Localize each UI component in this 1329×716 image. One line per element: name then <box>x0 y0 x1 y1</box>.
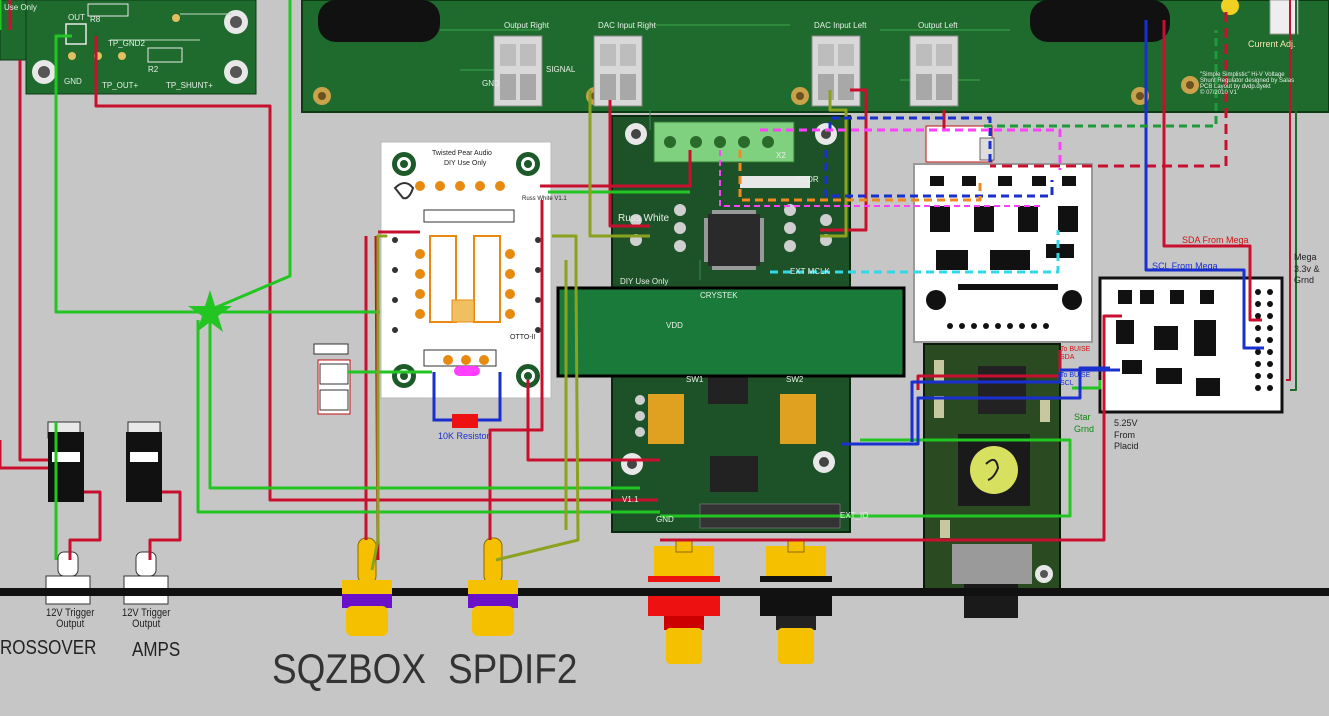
star-grnd-label: Star Grnd <box>1074 412 1095 434</box>
shunt-tp-shunt-label: TP_SHUNT+ <box>166 81 213 90</box>
scl-from-mega-label: SCL From Mega <box>1152 261 1218 271</box>
dac-ext-mclk-label: EXT MCLK <box>790 267 830 276</box>
wires <box>0 0 1297 571</box>
crossover-trigger-label: 12V Trigger Output <box>46 607 95 630</box>
dac-gnd-label: GND <box>656 515 674 524</box>
otto-name-label: OTTO-II <box>510 334 536 341</box>
dac-x2-label: X2 <box>776 151 786 160</box>
amp-gnd-label: GND <box>482 79 500 88</box>
dac-vdd-label: VDD <box>666 321 683 330</box>
sqzbox-label: SQZBOX <box>272 645 427 692</box>
shunt-tp-gnd2-label: TP_GND2 <box>108 39 145 48</box>
dac-bottom-label: DIY Use Only <box>620 277 669 286</box>
otto-subtitle-label: DIY Use Only <box>444 160 487 167</box>
spdif2-label: SPDIF2 <box>448 645 578 692</box>
shunt-board <box>0 0 257 95</box>
output-right-label: Output Right <box>504 21 549 30</box>
dac-top-label: Russ White <box>618 213 670 224</box>
dac-input-right-label: DAC Input Right <box>598 21 656 30</box>
dac-sw1-label: SW1 <box>686 375 704 384</box>
current-adj-label: Current Adj. <box>1248 39 1296 49</box>
shunt-tp-out-label: TP_OUT+ <box>102 81 139 90</box>
amps-label: AMPS <box>132 639 181 661</box>
dac-input-left-label: DAC Input Left <box>814 21 867 30</box>
to-buise-scl-label: To BUISE SCL <box>1060 372 1091 388</box>
shunt-out-label: OUT <box>68 13 85 22</box>
sda-from-mega-label: SDA From Mega <box>1182 235 1249 245</box>
dac-cover-box <box>556 286 906 378</box>
usb-board <box>923 343 1061 618</box>
mega-power-label: Mega 3.3v & Grnd <box>1294 252 1320 286</box>
crossover-label: ROSSOVER <box>0 637 97 659</box>
output-left-label: Output Left <box>918 21 958 30</box>
shunt-r8-label: R8 <box>90 15 101 24</box>
otto-title-label: Twisted Pear Audio <box>432 150 492 157</box>
rear-panel-edge <box>0 588 1329 596</box>
otto-board <box>380 141 552 428</box>
dac-crystek-label: CRYSTEK <box>700 291 738 300</box>
dac-sw2-label: SW2 <box>786 375 804 384</box>
to-buise-sda-label: To BUISE SDA <box>1060 346 1091 362</box>
amp-signal-label: SIGNAL <box>546 65 576 74</box>
resistor-label: 10K Resistor <box>438 431 490 441</box>
shunt-gnd-label: GND <box>64 77 82 86</box>
amp-credit-label: "Simple Simplistic" Hi-V Voltage Shunt R… <box>1200 72 1295 96</box>
amp-board <box>301 0 1329 113</box>
otto-version-label: Russ White V1.1 <box>522 196 567 202</box>
trigger-relays <box>45 343 351 605</box>
dac-version-label: V1.1 <box>622 495 639 504</box>
shunt-r2-label: R2 <box>148 65 159 74</box>
amps-trigger-label: 12V Trigger Output <box>122 607 171 630</box>
from-placid-label: 5.25V From Placid <box>1114 418 1139 452</box>
dac-ext-io-label: EXT_IO <box>840 511 869 520</box>
isolator-board <box>913 125 1093 343</box>
level-shifter-board <box>1098 276 1284 414</box>
shunt-use-only-label: Use Only <box>4 3 37 12</box>
dac-addr-label: ADDR <box>796 175 819 184</box>
